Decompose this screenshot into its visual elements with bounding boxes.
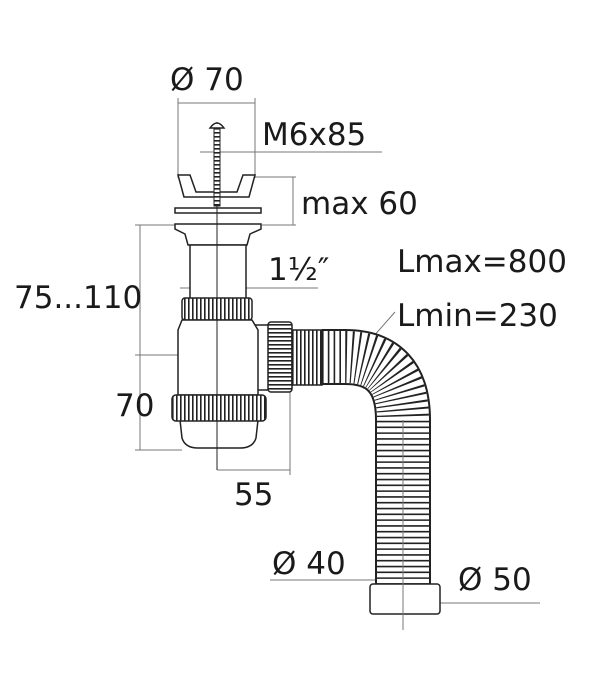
max-thickness-label: max 60 (301, 186, 418, 222)
screw (208, 122, 226, 470)
siphon-body (177, 319, 259, 396)
tailpiece-tube (189, 244, 247, 301)
corrugated-hose (322, 329, 431, 585)
outlet-outer-label: Ø 50 (458, 562, 532, 598)
bottom-nut (171, 394, 267, 422)
lower-height-label: 70 (115, 388, 154, 424)
flange-top (174, 207, 262, 214)
hose-lmax-label: Lmax=800 (397, 244, 567, 280)
outlet-collar (291, 329, 323, 386)
thread-label: 1½″ (268, 252, 329, 288)
outlet-offset-label: 55 (234, 477, 273, 513)
bottom-bowl (179, 419, 259, 449)
dimension-lines (135, 98, 540, 604)
flange (174, 223, 262, 246)
outlet-nut (267, 321, 293, 393)
hose-lmin-label: Lmin=230 (397, 298, 558, 334)
hose-end-connector (369, 583, 441, 615)
height-range-label: 75...110 (14, 280, 142, 316)
strainer-diameter-label: Ø 70 (170, 62, 244, 98)
outlet-inner-label: Ø 40 (272, 546, 346, 582)
screw-label: M6x85 (262, 117, 366, 153)
